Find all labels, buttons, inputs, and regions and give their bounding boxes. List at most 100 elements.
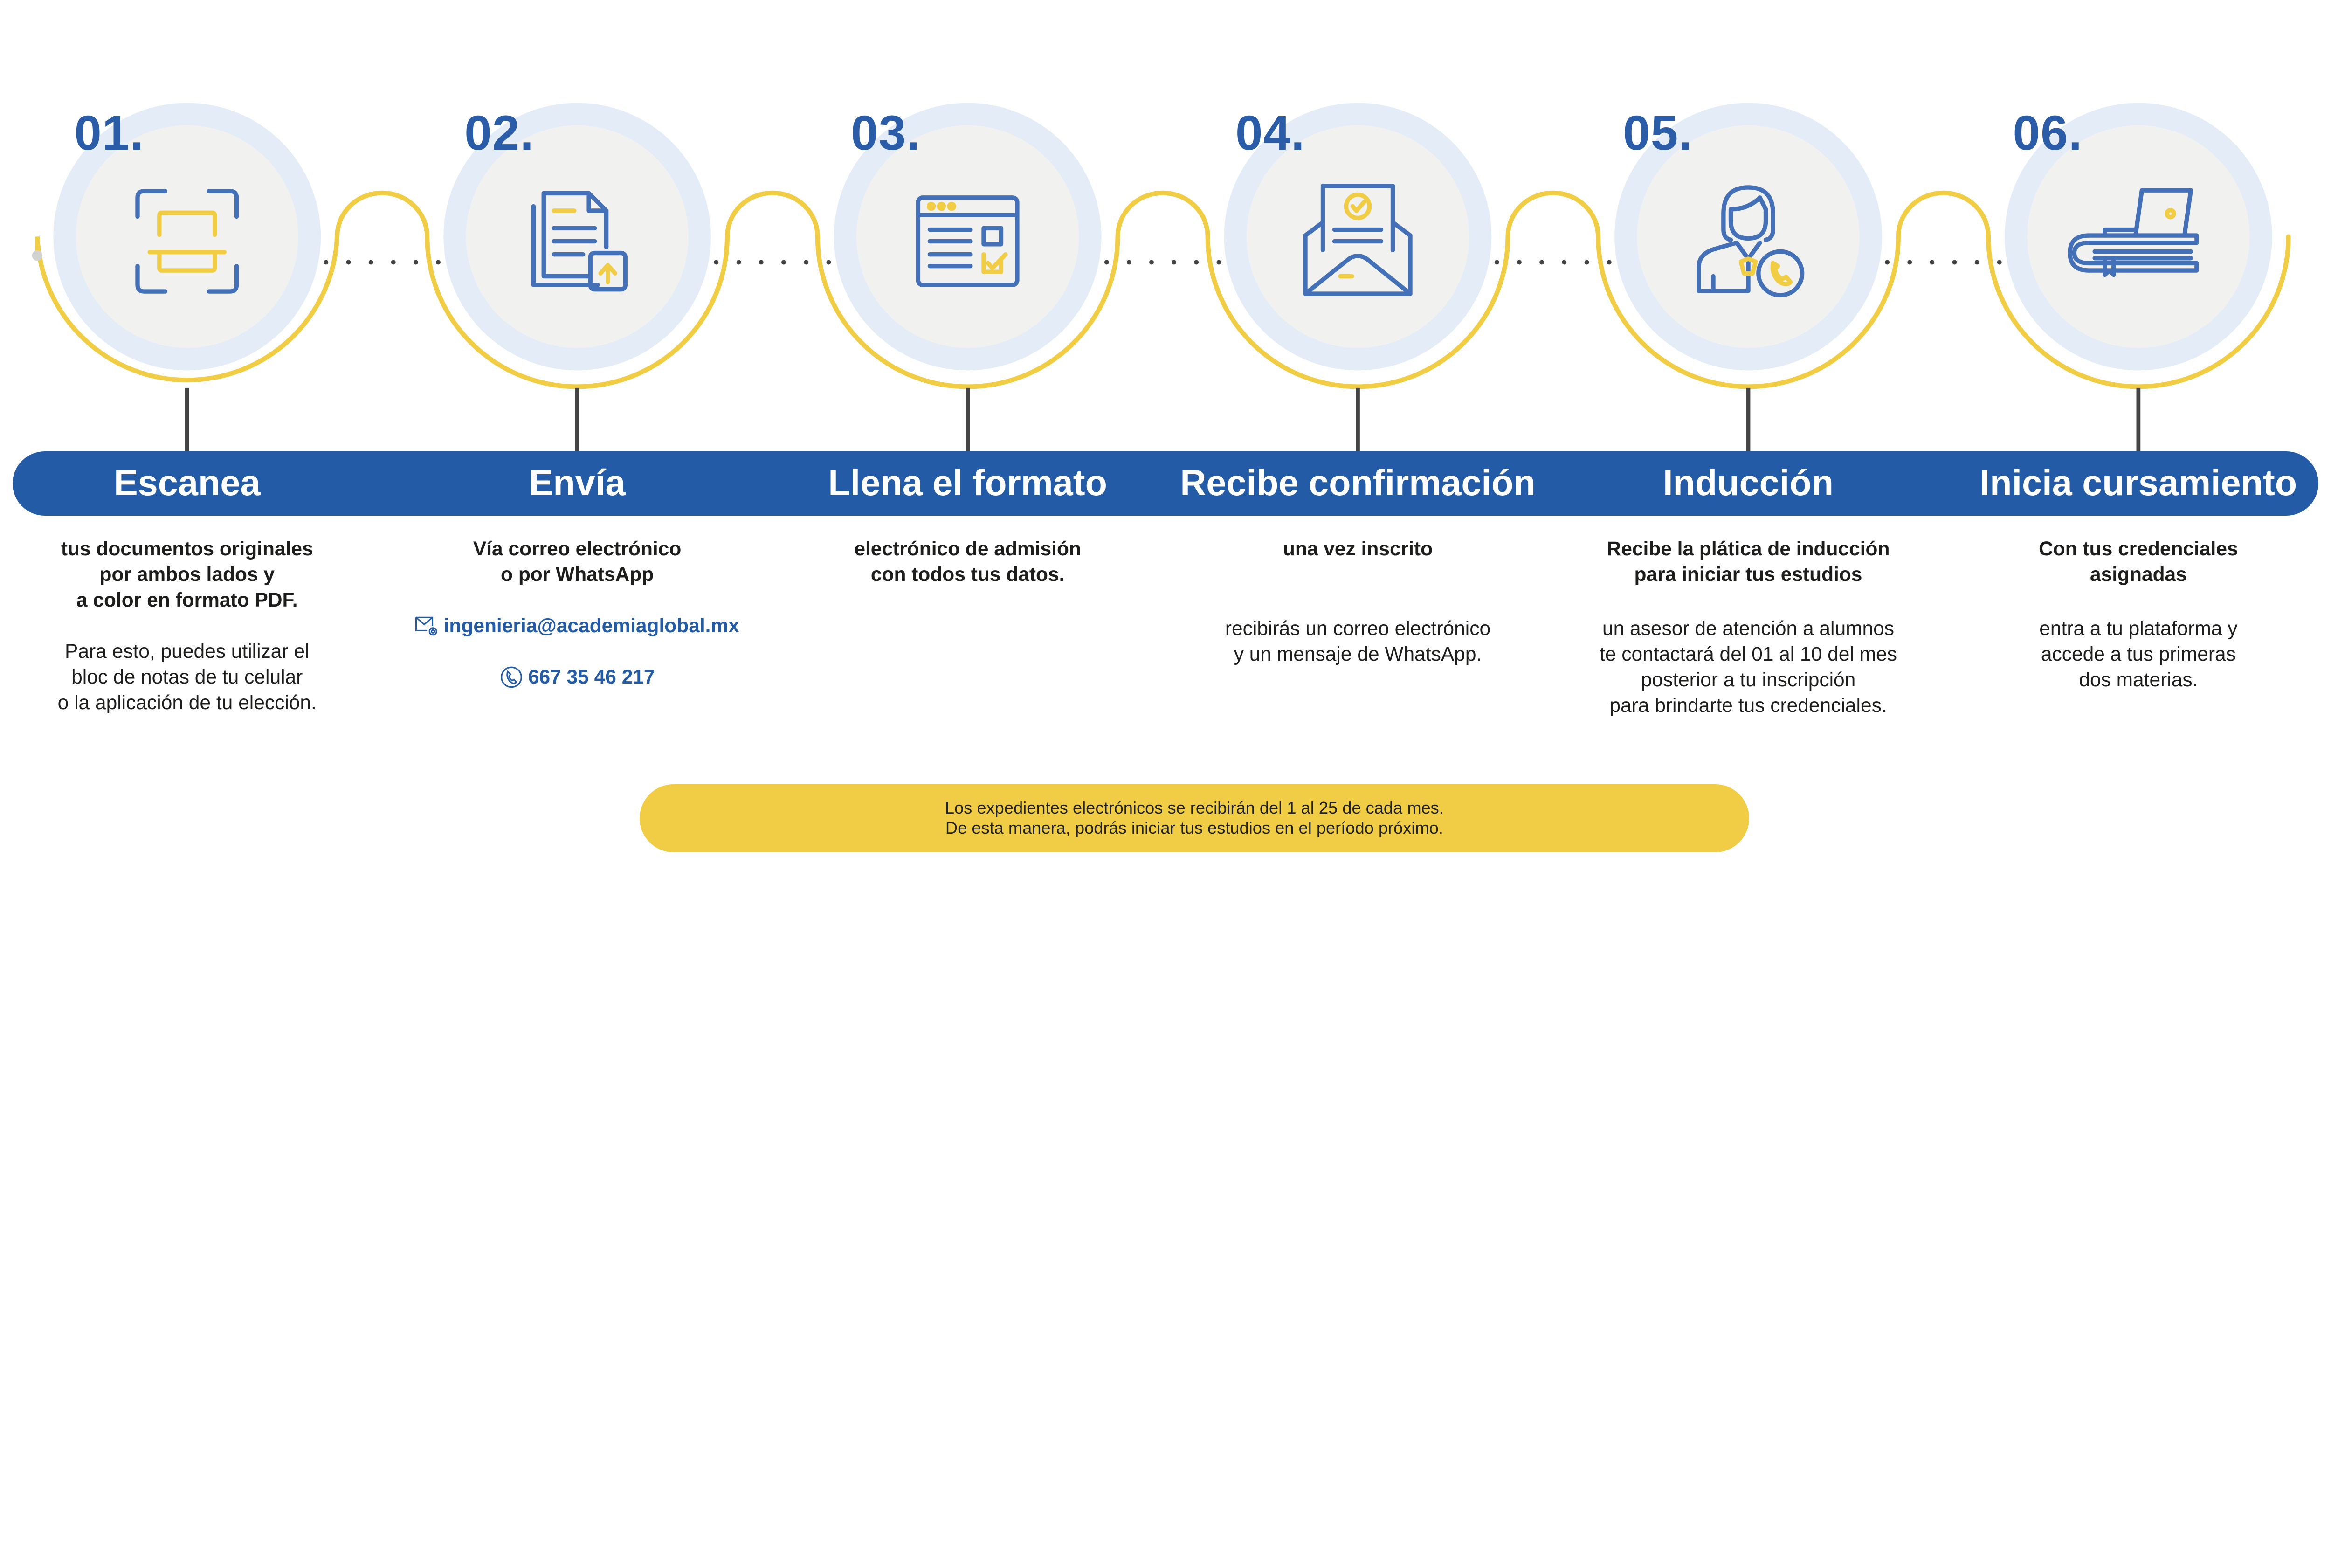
step-stem xyxy=(1356,387,1360,452)
connector-dot xyxy=(1974,260,1979,265)
desc-lead-line: Vía correo electrónico xyxy=(473,538,682,560)
advisor-phone-icon xyxy=(1697,185,1805,297)
connector-dot xyxy=(1885,260,1890,265)
email-at-icon xyxy=(415,616,438,636)
connector-dot xyxy=(1126,260,1131,265)
desc-lead-line: para iniciar tus estudios xyxy=(1634,564,1862,586)
connector-dot xyxy=(324,260,329,265)
connector-dot xyxy=(346,260,351,265)
step-description: tus documentos originales por ambos lado… xyxy=(5,536,369,716)
step-title: Escanea xyxy=(113,463,261,504)
step-title: Recibe confirmación xyxy=(1180,463,1536,504)
desc-lead-line: a color en formato PDF. xyxy=(76,589,298,611)
step-number: 06. xyxy=(2013,105,2083,160)
step-stem xyxy=(185,387,189,452)
step-description: una vez inscrito recibirás un correo ele… xyxy=(1176,536,1540,667)
phone-link[interactable]: 667 35 46 217 xyxy=(395,664,759,690)
connector-dot xyxy=(1517,260,1522,265)
desc-body-line: entra a tu plataforma y xyxy=(2039,618,2238,640)
step-stem xyxy=(1746,387,1751,452)
connector-dot xyxy=(1930,260,1935,265)
step-number: 01. xyxy=(74,105,145,160)
phone-number[interactable]: 667 35 46 217 xyxy=(528,666,655,688)
connector-dot xyxy=(1907,260,1912,265)
desc-body: entra a tu plataforma y accede a tus pri… xyxy=(1956,616,2320,693)
desc-lead-line: Recibe la plática de inducción xyxy=(1607,538,1890,560)
step-number: 04. xyxy=(1235,105,1305,160)
phone-icon xyxy=(500,666,522,688)
desc-lead-line: por ambos lados y xyxy=(99,564,275,586)
notice-line: De esta manera, podrás iniciar tus estud… xyxy=(945,818,1443,837)
step-title: Inicia cursamiento xyxy=(1979,463,2297,504)
desc-lead-line: tus documentos originales xyxy=(61,538,313,560)
step-circle-inner xyxy=(856,125,1079,348)
step-title: Envía xyxy=(529,463,626,504)
notice-line: Los expedientes electrónicos se recibirá… xyxy=(945,798,1444,818)
email-address[interactable]: ingenieria@academiaglobal.mx xyxy=(443,615,739,637)
desc-body-line: posterior a tu inscripción xyxy=(1641,669,1856,691)
connector-dot xyxy=(1584,260,1589,265)
connector-dot xyxy=(1952,260,1957,265)
desc-lead-line: o por WhatsApp xyxy=(501,564,654,586)
step-description: Con tus credenciales asignadas entra a t… xyxy=(1956,536,2320,693)
step-stems xyxy=(185,387,2141,452)
connector-dot xyxy=(1607,260,1612,265)
desc-lead-line: una vez inscrito xyxy=(1283,538,1433,560)
timeline-start-dot xyxy=(32,250,43,261)
connector-dot xyxy=(804,260,809,265)
connector-dot xyxy=(1494,260,1499,265)
desc-body: un asesor de atención a alumnos te conta… xyxy=(1566,616,1930,718)
connector-dot xyxy=(1172,260,1177,265)
desc-lead-line: electrónico de admisión xyxy=(854,538,1081,560)
connector-dot xyxy=(759,260,764,265)
step-description: Recibe la plática de inducción para inic… xyxy=(1566,536,1930,718)
desc-lead-line: asignadas xyxy=(2090,564,2187,586)
timeline-graphic xyxy=(32,103,2291,452)
upload-documents-icon xyxy=(531,191,628,292)
desc-body-line: dos materias. xyxy=(2079,669,2198,691)
desc-body-line: accede a tus primeras xyxy=(2041,643,2236,666)
step-description: Vía correo electrónico o por WhatsApp in… xyxy=(395,536,759,690)
connector-dot xyxy=(436,260,441,265)
connector-dot xyxy=(413,260,418,265)
desc-body-line: Para esto, puedes utilizar el xyxy=(65,641,310,663)
step-circles xyxy=(53,103,2272,371)
desc-body: Para esto, puedes utilizar el bloc de no… xyxy=(5,639,369,716)
step-circle-inner xyxy=(1246,125,1469,348)
desc-body-line: bloc de notas de tu celular xyxy=(71,666,303,688)
step-title: Llena el formato xyxy=(828,463,1107,504)
step-stem xyxy=(2136,387,2141,452)
desc-body-line: o la aplicación de tu elección. xyxy=(57,692,317,714)
connector-dot xyxy=(1997,260,2002,265)
desc-body: recibirás un correo electrónico y un men… xyxy=(1176,616,1540,667)
notice-banner: Los expedientes electrónicos se recibirá… xyxy=(639,784,1749,852)
desc-lead-line: con todos tus datos. xyxy=(870,564,1065,586)
connector-dot xyxy=(736,260,741,265)
connector-dot xyxy=(714,260,719,265)
connector-dot xyxy=(1216,260,1221,265)
step-number: 02. xyxy=(464,105,534,160)
connector-dot xyxy=(1104,260,1109,265)
connector-dot xyxy=(781,260,786,265)
connector-dot xyxy=(826,260,831,265)
step-circle-inner xyxy=(466,125,689,348)
yellow-wave-path xyxy=(35,190,2291,389)
books-laptop-icon xyxy=(2068,188,2199,277)
connector-dot xyxy=(1539,260,1545,265)
web-form-icon xyxy=(916,195,1020,287)
enrollment-process-infographic: 01. Escanea tus documentos originales po… xyxy=(5,103,2320,852)
step-number: 05. xyxy=(1623,105,1693,160)
email-link[interactable]: ingenieria@academiaglobal.mx xyxy=(395,613,759,639)
steps-title-bar xyxy=(12,451,2319,516)
connector-dot xyxy=(368,260,373,265)
step-number: 03. xyxy=(851,105,921,160)
connector-dot xyxy=(391,260,396,265)
step-description: electrónico de admisión con todos tus da… xyxy=(786,536,1150,587)
desc-body-line: para brindarte tus credenciales. xyxy=(1609,695,1887,717)
desc-body-line: un asesor de atención a alumnos xyxy=(1602,618,1895,640)
desc-lead-line: Con tus credenciales xyxy=(2039,538,2238,560)
connector-dot xyxy=(1562,260,1567,265)
step-circle-inner xyxy=(76,125,298,348)
connector-dot xyxy=(1194,260,1199,265)
step-stem xyxy=(575,387,579,452)
